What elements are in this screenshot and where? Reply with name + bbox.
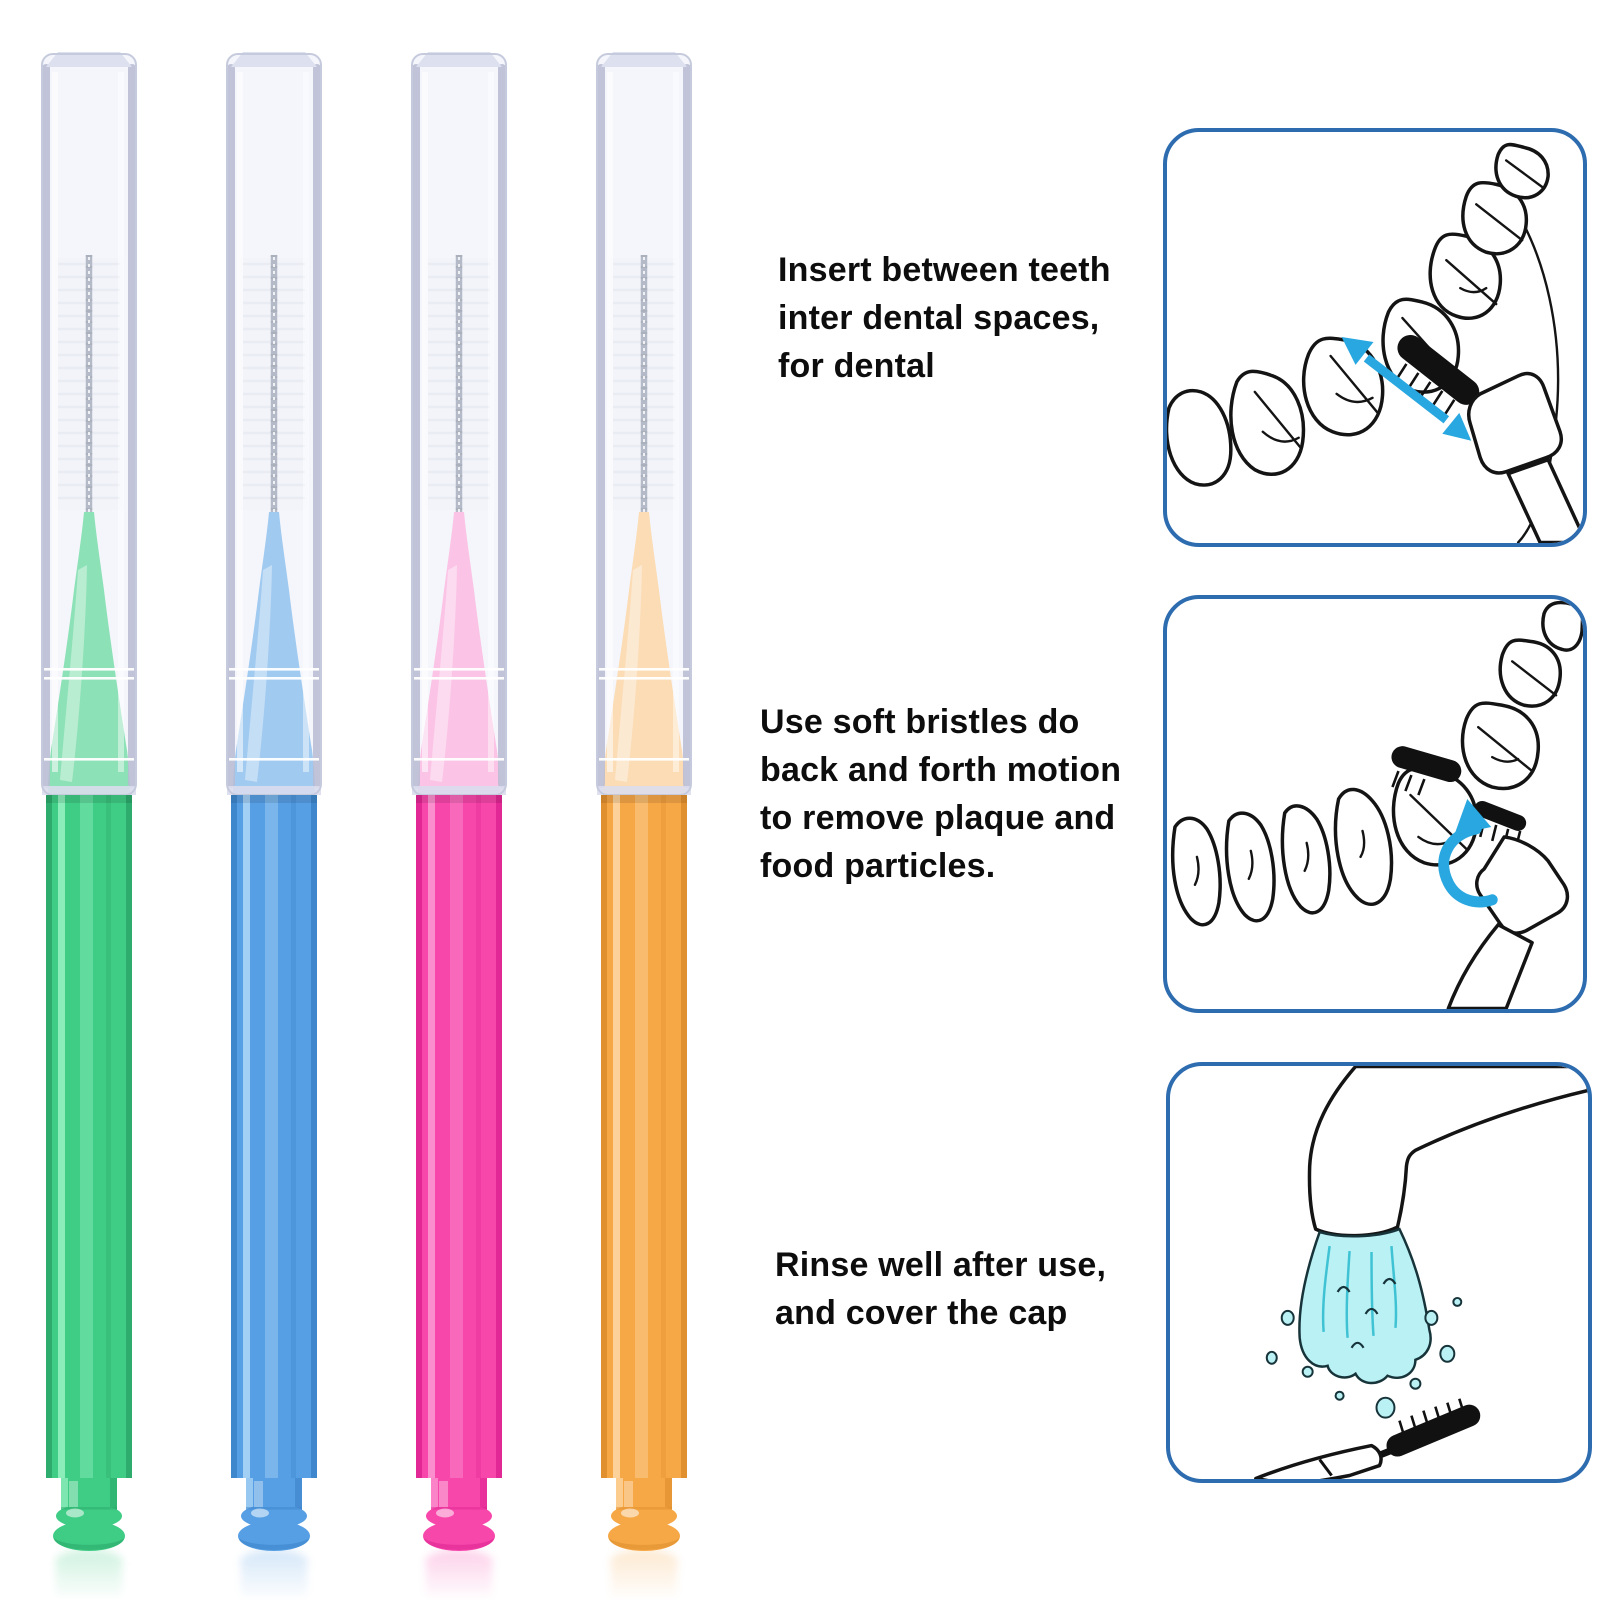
teeth-insertion-illustration bbox=[1167, 142, 1583, 543]
rinse-illustration bbox=[1254, 1066, 1588, 1479]
instruction-panel-3 bbox=[1166, 1062, 1592, 1483]
cone-tip bbox=[233, 512, 315, 795]
cone-tip bbox=[603, 512, 685, 795]
text-line: back and forth motion bbox=[760, 751, 1122, 789]
text-line: food particles. bbox=[760, 847, 996, 885]
faucet-icon bbox=[1307, 1066, 1588, 1238]
pink-interdental-brush bbox=[364, 50, 554, 1600]
floor-reflection bbox=[406, 1550, 512, 1600]
brushing-motion-illustration bbox=[1171, 600, 1583, 1009]
end-knob bbox=[608, 1478, 680, 1551]
orange-interdental-brush bbox=[549, 50, 739, 1600]
curved-arrow-icon bbox=[1438, 799, 1498, 908]
teeth-outline bbox=[1171, 600, 1583, 927]
instruction-text-1: Insert between teeth inter dental spaces… bbox=[778, 246, 1111, 390]
floor-reflection bbox=[591, 1550, 697, 1600]
handle-shaft bbox=[601, 795, 687, 1478]
interdental-brush-icon bbox=[1391, 746, 1527, 848]
text-line: Rinse well after use, bbox=[775, 1246, 1107, 1284]
instruction-text-3: Rinse well after use, and cover the cap bbox=[775, 1241, 1106, 1337]
cap-gloss bbox=[411, 52, 507, 796]
brush-handle bbox=[1467, 371, 1583, 543]
floor-reflection bbox=[221, 1550, 327, 1600]
water-spray-icon bbox=[1265, 1227, 1463, 1419]
text-line: and cover the cap bbox=[775, 1294, 1068, 1332]
handle-shaft bbox=[416, 795, 502, 1478]
instruction-panel-1 bbox=[1163, 128, 1587, 547]
brush-handle bbox=[1254, 1443, 1383, 1479]
instruction-panel-2 bbox=[1163, 595, 1587, 1013]
cone-tip bbox=[48, 512, 130, 795]
text-line: Insert between teeth bbox=[778, 251, 1111, 289]
floor-reflection bbox=[36, 1550, 142, 1600]
end-knob bbox=[53, 1478, 125, 1551]
text-line: to remove plaque and bbox=[760, 799, 1116, 837]
green-interdental-brush bbox=[0, 50, 184, 1600]
handle-shaft bbox=[231, 795, 317, 1478]
instruction-text-2: Use soft bristles do back and forth moti… bbox=[760, 698, 1121, 890]
cap-gloss bbox=[226, 52, 322, 796]
cap-gloss bbox=[41, 52, 137, 796]
brush-handle bbox=[1446, 835, 1570, 1009]
text-line: Use soft bristles do bbox=[760, 703, 1080, 741]
blue-interdental-brush bbox=[179, 50, 369, 1600]
cap-gloss bbox=[596, 52, 692, 796]
rinsing-brush-icon bbox=[1254, 1398, 1481, 1479]
text-line: for dental bbox=[778, 347, 935, 385]
text-line: inter dental spaces, bbox=[778, 299, 1100, 337]
motion-arrow-icon bbox=[1341, 337, 1472, 441]
end-knob bbox=[423, 1478, 495, 1551]
cone-tip bbox=[418, 512, 500, 795]
brush-row bbox=[0, 50, 740, 1600]
end-knob bbox=[238, 1478, 310, 1551]
handle-shaft bbox=[46, 795, 132, 1478]
